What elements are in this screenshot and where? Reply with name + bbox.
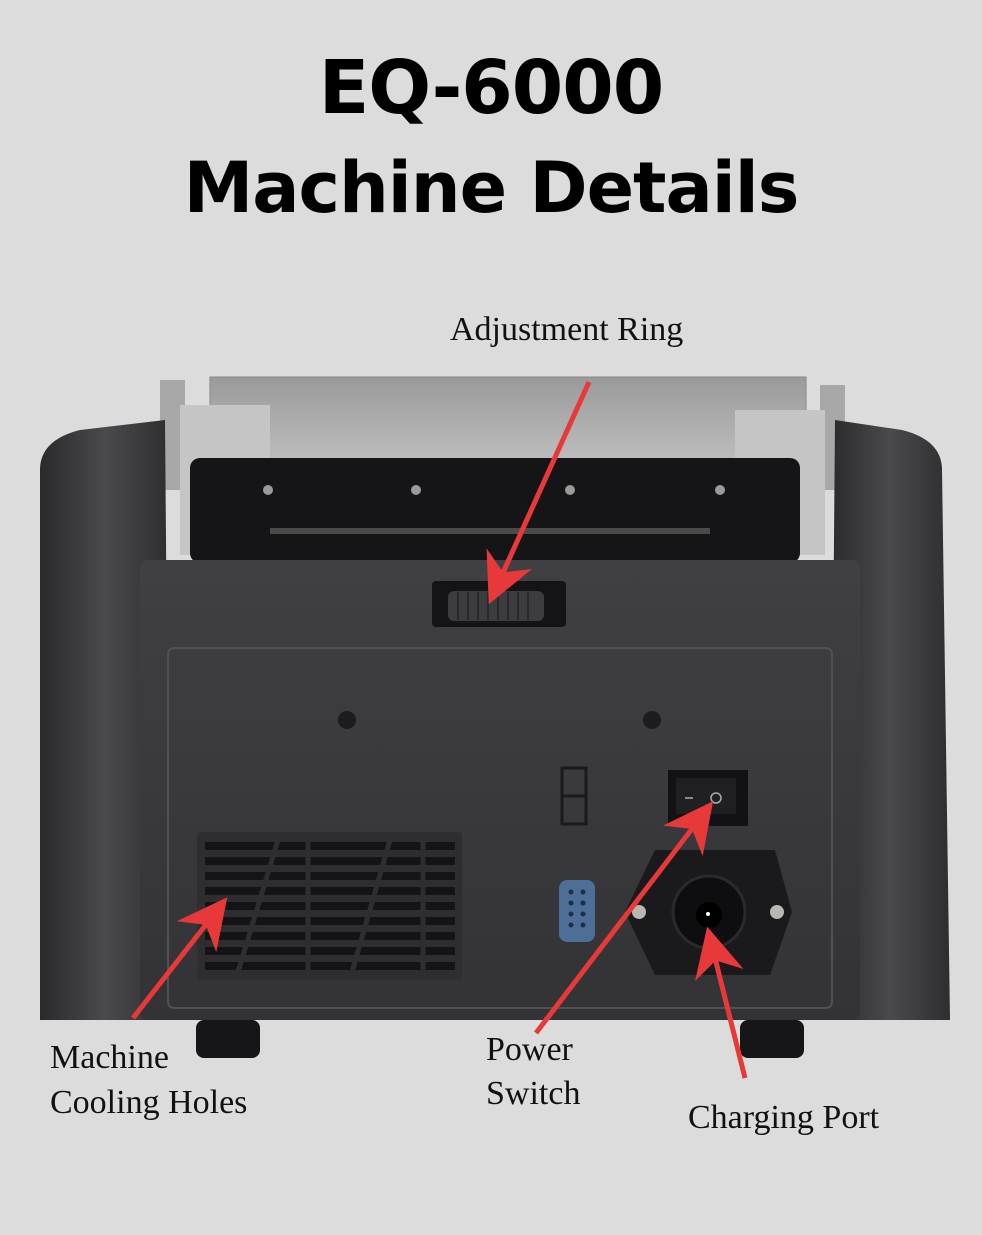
label-charging-port: Charging Port — [688, 1099, 880, 1136]
label-power-switch-line2: Switch — [486, 1075, 581, 1112]
title-model: EQ-6000 — [318, 45, 665, 131]
arrow-power-switch — [534, 801, 714, 1035]
feeder-plate — [190, 458, 800, 563]
rear-panel — [167, 647, 833, 1009]
label-cooling-holes-line2: Cooling Holes — [50, 1084, 248, 1121]
power-switch-component — [668, 770, 748, 826]
arrow-cooling-holes — [131, 897, 228, 1020]
adjustment-ring-component — [432, 581, 566, 627]
charging-port-component — [625, 850, 792, 975]
screw-hole — [338, 711, 356, 729]
foot — [196, 1020, 260, 1058]
label-cooling-holes-line1: Machine — [50, 1039, 169, 1076]
label-power-switch-line1: Power — [486, 1031, 573, 1068]
foot — [740, 1020, 804, 1058]
serial-port — [559, 880, 595, 942]
cooling-vent — [197, 832, 462, 980]
left-shell — [40, 420, 170, 1020]
arrow-charging-port — [695, 926, 748, 1079]
screw-hole — [643, 711, 661, 729]
arrow-adjustment-ring — [486, 380, 592, 605]
title-subtitle: Machine Details — [183, 147, 800, 229]
label-adjustment-ring: Adjustment Ring — [450, 311, 684, 348]
